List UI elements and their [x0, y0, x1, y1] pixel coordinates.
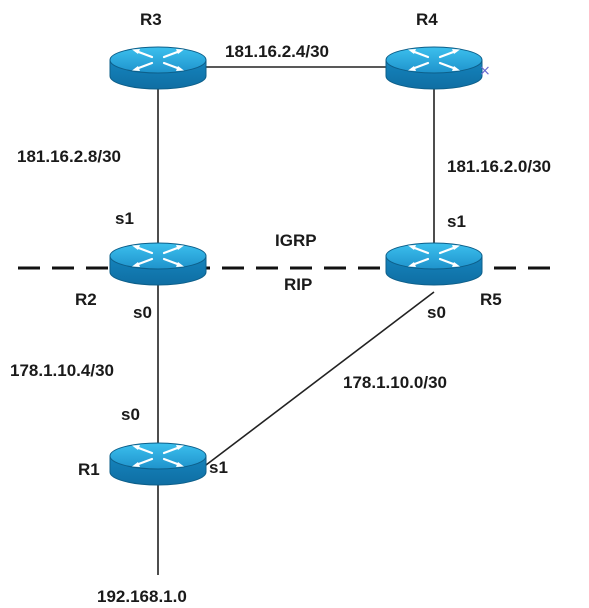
router-r1-label: R1 [78, 460, 100, 479]
lan-network-label: 192.168.1.0 [97, 587, 187, 606]
router-r4-icon[interactable] [384, 45, 484, 91]
r5-interface-s0-label: s0 [427, 303, 446, 322]
link-r3-r2-label: 181.16.2.8/30 [17, 147, 121, 166]
router-r3-icon[interactable] [108, 45, 208, 91]
r2-interface-s1-label: s1 [115, 209, 134, 228]
r2-interface-s0-label: s0 [133, 303, 152, 322]
protocol-rip-label: RIP [284, 275, 312, 294]
protocol-igrp-label: IGRP [275, 231, 317, 250]
link-r5-r1-label: 178.1.10.0/30 [343, 373, 447, 392]
r4-marker: × [479, 63, 491, 79]
router-r1-icon[interactable] [108, 441, 208, 487]
router-r2-label: R2 [75, 290, 97, 309]
link-r4-r5-label: 181.16.2.0/30 [447, 157, 551, 176]
link-r2-r1-label: 178.1.10.4/30 [10, 361, 114, 380]
r1-interface-s0-label: s0 [121, 405, 140, 424]
link-r3-r4-label: 181.16.2.4/30 [225, 42, 329, 61]
r1-interface-s1-label: s1 [209, 458, 228, 477]
router-r2-icon[interactable] [108, 241, 208, 287]
link-r5-r1 [205, 291, 435, 466]
router-r4-label: R4 [416, 10, 438, 29]
router-r5-label: R5 [480, 290, 502, 309]
r5-interface-s1-label: s1 [447, 212, 466, 231]
router-r5-icon[interactable] [384, 241, 484, 287]
router-r3-label: R3 [140, 10, 162, 29]
